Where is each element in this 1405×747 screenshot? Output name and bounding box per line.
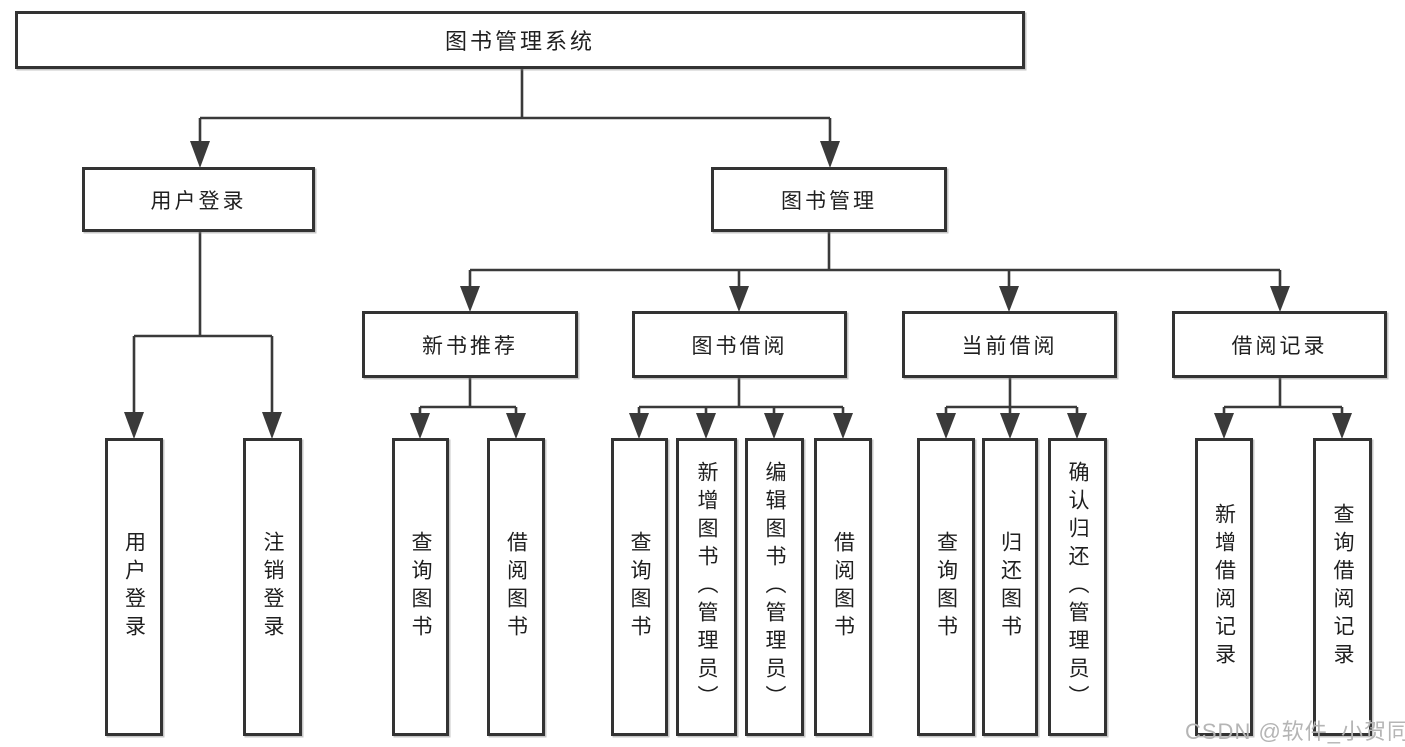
leaf-borrow-books-recommend: 借阅图书 — [487, 438, 545, 736]
leaf-user-login: 用户登录 — [105, 438, 163, 736]
node-borrowing-records: 借阅记录 — [1172, 311, 1387, 378]
leaf-borrow-books-borrowing: 借阅图书 — [814, 438, 872, 736]
node-book-borrowing: 图书借阅 — [632, 311, 847, 378]
leaf-query-books-current: 查询图书 — [917, 438, 975, 736]
arrowheads — [124, 141, 1352, 439]
node-current-borrowing: 当前借阅 — [902, 311, 1117, 378]
leaf-logout: 注销登录 — [243, 438, 302, 736]
leaf-add-borrow-record: 新增借阅记录 — [1195, 438, 1253, 736]
leaf-query-books-borrowing: 查询图书 — [611, 438, 668, 736]
leaf-edit-book-admin: 编辑图书（管理员） — [745, 438, 804, 736]
leaf-query-borrow-record: 查询借阅记录 — [1313, 438, 1372, 736]
node-new-book-recommendation: 新书推荐 — [362, 311, 578, 378]
node-user-login: 用户登录 — [82, 167, 315, 232]
leaf-add-book-admin: 新增图书（管理员） — [676, 438, 737, 736]
node-book-management: 图书管理 — [711, 167, 947, 232]
leaf-query-books-recommend: 查询图书 — [392, 438, 449, 736]
leaf-confirm-return-admin: 确认归还（管理员） — [1048, 438, 1107, 736]
node-library-management-system: 图书管理系统 — [15, 11, 1025, 69]
csdn-watermark: CSDN @软件_小贺同学 — [1185, 719, 1405, 744]
leaf-return-book: 归还图书 — [982, 438, 1038, 736]
